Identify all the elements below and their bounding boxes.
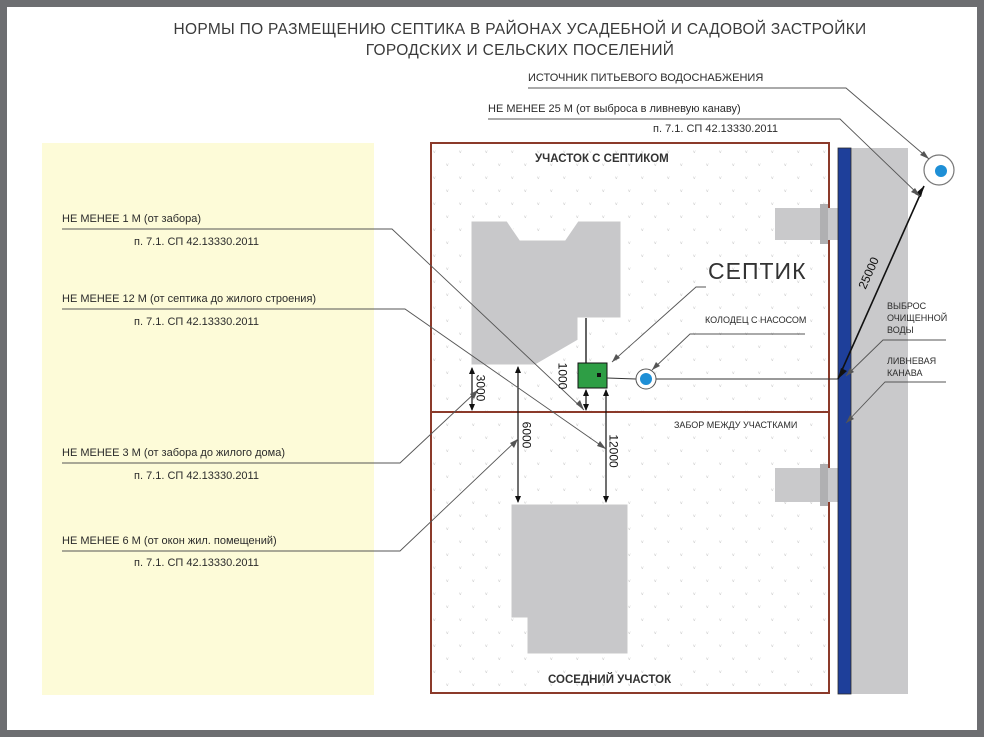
- label-septic-plot: УЧАСТОК С СЕПТИКОМ: [535, 153, 669, 165]
- label-rule-3: НЕ МЕНЕЕ 3 М (от забора до жилого дома): [62, 447, 285, 459]
- leader-well: [651, 333, 805, 371]
- ref-rule-12: п. 7.1. СП 42.13330.2011: [134, 316, 259, 328]
- label-well-pump: КОЛОДЕЦ С НАСОСОМ: [705, 315, 807, 325]
- leader-rule-6: [62, 438, 519, 552]
- ref-rule-25: п. 7.1. СП 42.13330.2011: [653, 123, 778, 135]
- leader-septic: [611, 286, 706, 363]
- title-line-2: ГОРОДСКИХ И СЕЛЬСКИХ ПОСЕЛЕНИЙ: [365, 42, 675, 59]
- label-water-source: ИСТОЧНИК ПИТЬЕВОГО ВОДОСНАБЖЕНИЯ: [528, 72, 764, 84]
- label-discharge-3: ВОДЫ: [887, 325, 914, 335]
- label-septic: СЕПТИК: [708, 258, 807, 284]
- label-fence-between: ЗАБОР МЕЖДУ УЧАСТКАМИ: [674, 420, 798, 430]
- title-line-1: НОРМЫ ПО РАЗМЕЩЕНИЮ СЕПТИКА В РАЙОНАХ УС…: [173, 21, 867, 38]
- label-discharge-1: ВЫБРОС: [887, 301, 927, 311]
- label-neighbor-plot: СОСЕДНИЙ УЧАСТОК: [548, 674, 672, 686]
- dim-3000: 3000: [473, 374, 488, 402]
- leader-rule-25: [488, 118, 921, 197]
- label-rule-25: НЕ МЕНЕЕ 25 М (от выброса в ливневую кан…: [488, 103, 741, 115]
- stormwater-ditch: [837, 147, 852, 695]
- culvert-bottom: [820, 464, 828, 506]
- culvert-top: [820, 204, 828, 244]
- house-neighbor: [510, 503, 629, 655]
- neighbor-plot-area: [430, 411, 830, 694]
- label-ditch-1: ЛИВНЕВАЯ: [887, 356, 937, 366]
- road: [848, 148, 908, 694]
- dim-1000: 1000: [555, 362, 570, 390]
- leader-water-source: [528, 87, 930, 160]
- ref-rule-3: п. 7.1. СП 42.13330.2011: [134, 470, 259, 482]
- label-rule-1: НЕ МЕНЕЕ 1 М (от забора): [62, 213, 202, 225]
- label-rule-6: НЕ МЕНЕЕ 6 М (от окон жил. помещений): [62, 535, 277, 547]
- house-main: [470, 220, 622, 366]
- label-ditch-2: КАНАВА: [887, 368, 923, 378]
- septic-tank: [577, 362, 608, 389]
- leader-rule-12: [62, 308, 607, 450]
- leader-ditch: [845, 381, 946, 424]
- leader-rule-1: [62, 228, 585, 411]
- dim-6000: 6000: [519, 421, 534, 449]
- label-rule-12: НЕ МЕНЕЕ 12 М (от септика до жилого стро…: [62, 293, 317, 305]
- leader-discharge: [845, 339, 946, 377]
- dim-12000: 12000: [606, 434, 621, 468]
- legend-panel: [42, 143, 374, 695]
- leader-rule-3: [62, 389, 479, 464]
- label-discharge-2: ОЧИЩЕННОЙ: [887, 313, 948, 323]
- ref-rule-6: п. 7.1. СП 42.13330.2011: [134, 557, 259, 569]
- ref-rule-1: п. 7.1. СП 42.13330.2011: [134, 236, 259, 248]
